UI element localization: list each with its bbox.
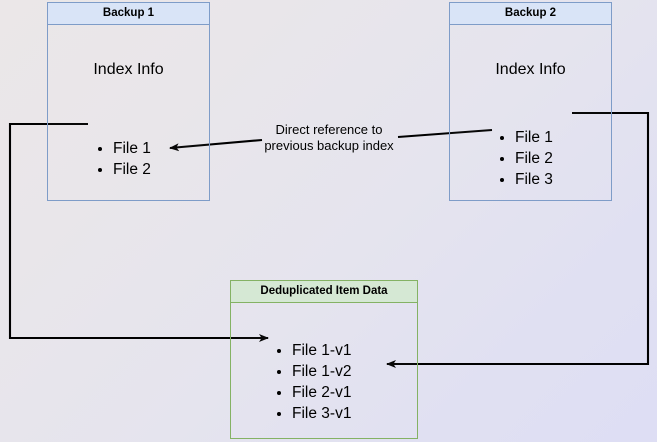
node-backup-2-file-list: File 1 File 2 File 3 <box>498 127 553 190</box>
node-backup-2-body: Index Info File 1 File 2 File 3 <box>449 25 612 201</box>
list-item: File 3-v1 <box>275 403 351 424</box>
list-item: File 2 <box>96 159 151 180</box>
node-backup-1-subtitle: Index Info <box>93 61 164 78</box>
node-deduplicated-item-data[interactable]: Deduplicated Item Data File 1-v1 File 1-… <box>230 280 418 439</box>
node-deduplicated-item-data-body: File 1-v1 File 1-v2 File 2-v1 File 3-v1 <box>230 303 418 439</box>
node-backup-2[interactable]: Backup 2 Index Info File 1 File 2 File 3 <box>449 2 612 201</box>
node-backup-1-body: Index Info File 1 File 2 <box>47 25 210 201</box>
list-item: File 1-v1 <box>275 340 351 361</box>
edge-direct-reference-to-backup1 <box>169 138 263 152</box>
node-backup-2-subtitle: Index Info <box>495 61 566 78</box>
list-item: File 1-v2 <box>275 361 351 382</box>
node-backup-1-header: Backup 1 <box>47 2 210 25</box>
edge-label-direct-reference: Direct reference to previous backup inde… <box>264 122 394 153</box>
edge-backup2-to-dedup <box>386 111 650 368</box>
node-deduplicated-file-list: File 1-v1 File 1-v2 File 2-v1 File 3-v1 <box>275 340 351 424</box>
list-item: File 1 <box>96 138 151 159</box>
list-item: File 2 <box>498 148 553 169</box>
node-backup-1[interactable]: Backup 1 Index Info File 1 File 2 <box>47 2 210 201</box>
list-item: File 1 <box>498 127 553 148</box>
node-backup-1-file-list: File 1 File 2 <box>96 138 151 180</box>
list-item: File 2-v1 <box>275 382 351 403</box>
edge-direct-reference-to-backup2 <box>397 128 493 139</box>
edge-backup1-to-dedup <box>8 122 269 342</box>
node-deduplicated-item-data-header: Deduplicated Item Data <box>230 280 418 303</box>
node-backup-2-header: Backup 2 <box>449 2 612 25</box>
list-item: File 3 <box>498 169 553 190</box>
